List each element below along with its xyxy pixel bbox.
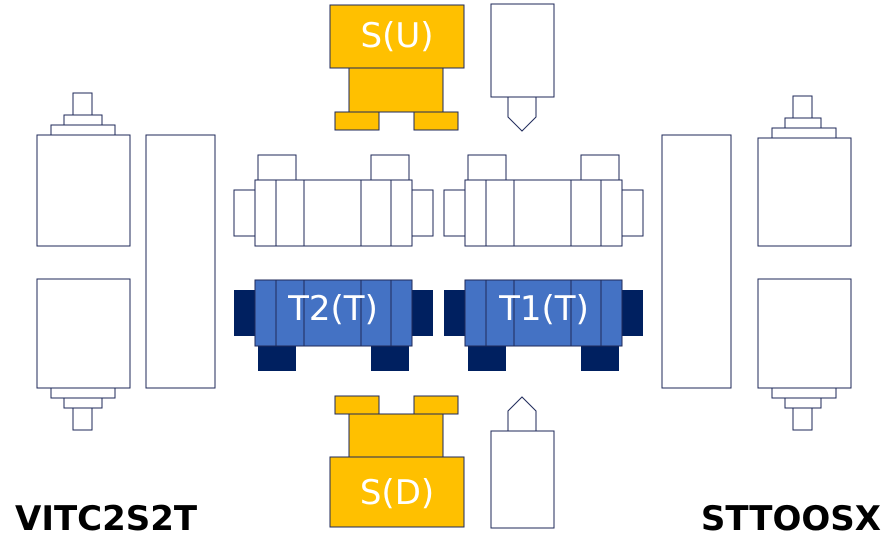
upper-carriage-left <box>233 154 434 247</box>
right-module-top <box>757 95 852 247</box>
left-module-bottom <box>36 278 131 431</box>
bottom-station-label: S(D) <box>360 473 434 513</box>
bottom-probe <box>490 396 555 529</box>
transfer-t2: T2(T) <box>234 279 433 371</box>
right-module-bottom <box>757 278 852 431</box>
transfer-t1: T1(T) <box>444 279 643 371</box>
bottom-station-body <box>329 456 465 528</box>
transfer-t1-label: T1(T) <box>498 289 589 329</box>
top-station-foot-left <box>334 111 380 131</box>
bottom-station-foot-left <box>334 395 380 415</box>
bottom-station-neck <box>348 413 444 458</box>
bottom-station: S(D) <box>329 395 465 528</box>
right-corner-label: STTOOSX <box>700 499 881 539</box>
left-module-top <box>36 92 131 247</box>
top-station-foot-right <box>413 111 459 131</box>
top-probe <box>490 3 555 132</box>
right-column <box>661 134 732 389</box>
top-station-body <box>329 4 465 69</box>
top-station-label: S(U) <box>361 16 434 56</box>
top-station: S(U) <box>329 4 465 131</box>
upper-carriage-right <box>443 154 644 247</box>
transfer-t2-label: T2(T) <box>287 289 378 329</box>
left-corner-label: VITC2S2T <box>15 499 198 539</box>
left-column <box>145 134 216 389</box>
bottom-station-foot-right <box>413 395 459 415</box>
top-station-neck <box>348 67 444 113</box>
